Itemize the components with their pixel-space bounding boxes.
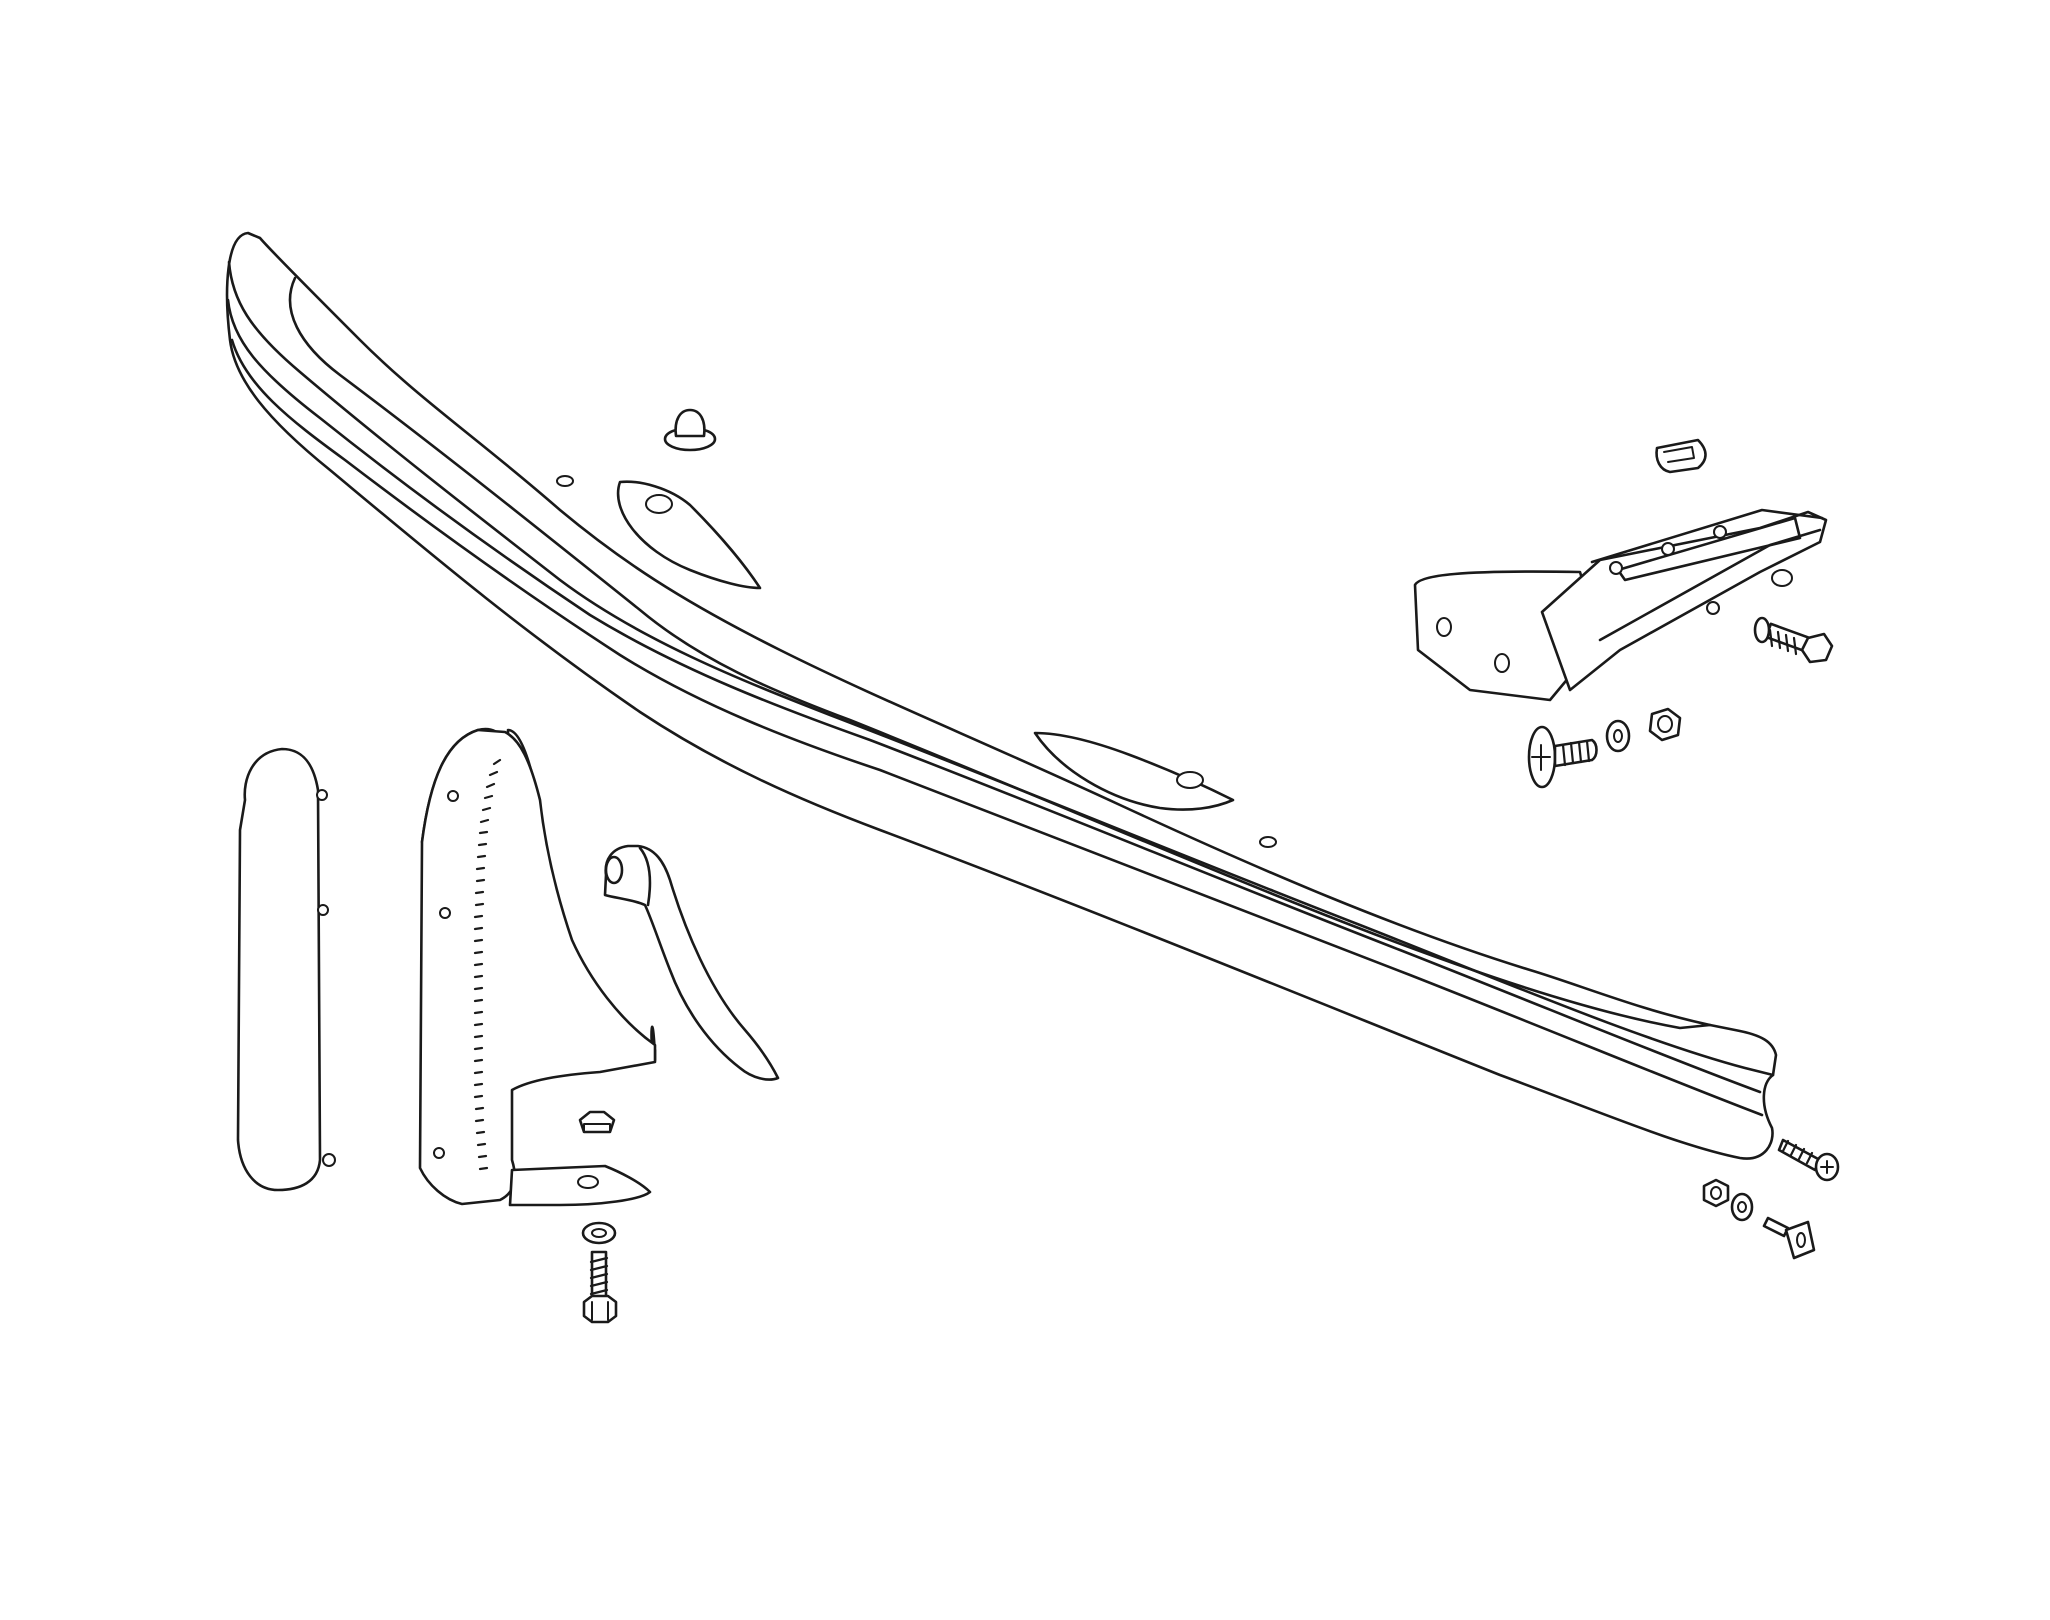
- washer-icon-end: [1730, 1192, 1754, 1222]
- square-bolt-icon: [1762, 1216, 1816, 1260]
- washer-icon-fin: [581, 1221, 617, 1245]
- threaded-bolt-icon: [582, 1250, 618, 1324]
- overrider-boss-icon-right: [1033, 731, 1235, 811]
- corner-bracket-body-icon: [418, 728, 657, 1207]
- hex-bolt-icon: [1753, 616, 1834, 664]
- bumper-bar-icon: [225, 231, 1778, 1160]
- spring-clip-icon: [1655, 438, 1707, 474]
- phillips-screw-icon: [1777, 1138, 1840, 1182]
- bracket-icon: [1413, 438, 1828, 702]
- carriage-bolt-icon: [1527, 725, 1598, 789]
- hex-nut-icon: [1648, 707, 1682, 742]
- hex-nut-icon-end: [1702, 1178, 1730, 1208]
- washer-icon: [1605, 719, 1631, 753]
- rubber-buffer-icon: [663, 408, 717, 452]
- hex-nut-icon-fin: [578, 1110, 616, 1134]
- end-cap-icon: [236, 747, 336, 1192]
- overrider-boss-icon-left: [616, 480, 762, 590]
- tail-fin-icon: [603, 844, 780, 1081]
